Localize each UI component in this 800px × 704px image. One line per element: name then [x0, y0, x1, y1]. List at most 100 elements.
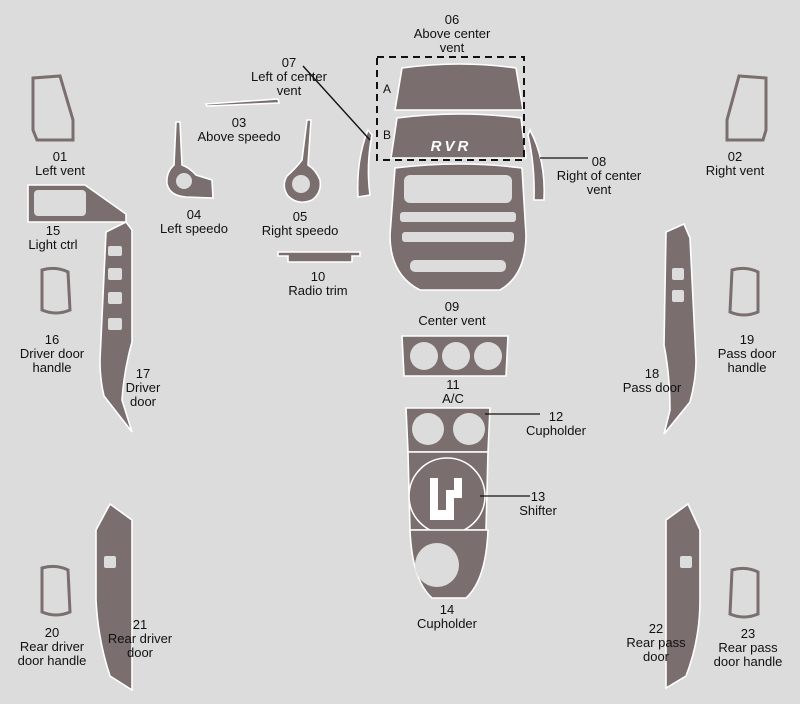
label-20: 20 Rear driver door handle [7, 626, 97, 668]
part-13-shifter-gate [430, 478, 462, 520]
label-14-number: 14 [439, 602, 455, 617]
part-10-radio-trim[interactable] [277, 251, 361, 263]
label-04-name: Left speedo [160, 221, 228, 236]
label-14: 14 Cupholder [417, 603, 477, 631]
part-04-hole [176, 173, 192, 189]
label-13: 13 Shifter [519, 490, 557, 518]
part-17-switch-3 [108, 292, 122, 304]
label-23-number: 23 [740, 626, 756, 641]
part-03-above-speedo[interactable] [204, 98, 281, 107]
label-16-number: 16 [44, 332, 60, 347]
label-04: 04 Left speedo [160, 208, 228, 236]
label-02: 02 Right vent [706, 150, 765, 178]
label-10: 10 Radio trim [288, 270, 347, 298]
label-03-number: 03 [231, 115, 247, 130]
label-18-number: 18 [644, 366, 660, 381]
label-09-name: Center vent [418, 313, 486, 328]
label-06-name: Above center vent [413, 26, 491, 55]
label-07-name: Left of center vent [251, 69, 327, 98]
label-17: 17 Driver door [113, 367, 173, 409]
label-07: 07 Left of center vent [249, 56, 329, 98]
label-05: 05 Right speedo [262, 210, 339, 238]
label-01-number: 01 [52, 149, 68, 164]
label-21-name: Rear driver door [107, 631, 173, 660]
label-14-name: Cupholder [417, 616, 477, 631]
part-18-pass-door[interactable] [663, 222, 697, 435]
label-17-name: Driver door [125, 380, 161, 409]
label-15-number: 15 [45, 223, 61, 238]
part-07-leader [302, 65, 371, 141]
part-19-pass-door-handle[interactable] [728, 266, 760, 317]
part-17-switch-1 [108, 246, 122, 256]
label-16-name: Driver door handle [19, 346, 85, 375]
part-11-knob-2 [442, 342, 470, 370]
part-02-right-vent[interactable] [725, 74, 768, 142]
part-23-rear-pass-door-handle[interactable] [728, 566, 760, 619]
part-05-hole [292, 175, 310, 193]
label-08: 08 Right of center vent [554, 155, 644, 197]
part-06-above-center-vent-a[interactable] [394, 63, 524, 111]
label-06: 06 Above center vent [402, 13, 502, 55]
part-06-dashed-box [376, 56, 525, 161]
label-21: 21 Rear driver door [100, 618, 180, 660]
label-01: 01 Left vent [35, 150, 85, 178]
part-21-switch [104, 556, 116, 568]
part-18-switch-1 [672, 268, 684, 280]
part-09-opening-3 [402, 232, 514, 242]
label-09: 09 Center vent [418, 300, 485, 328]
label-20-number: 20 [44, 625, 60, 640]
label-15: 15 Light ctrl [28, 224, 77, 252]
label-08-name: Right of center vent [556, 168, 642, 197]
part-17-switch-4 [108, 318, 122, 330]
label-06-number: 06 [444, 12, 460, 27]
label-23: 23 Rear pass door handle [708, 627, 788, 669]
part-06-above-center-vent-b[interactable] [390, 113, 527, 159]
label-18: 18 Pass door [623, 367, 682, 395]
label-01-name: Left vent [35, 163, 85, 178]
part-15-opening [34, 190, 86, 216]
label-18-name: Pass door [622, 380, 682, 395]
label-20-name: Rear driver door handle [17, 639, 87, 668]
part-14-cup [415, 543, 459, 587]
part-12-cup-2 [453, 413, 485, 445]
part-18-switch-2 [672, 290, 684, 302]
label-19-name: Pass door handle [717, 346, 777, 375]
label-10-name: Radio trim [288, 283, 348, 298]
part-07-left-of-center-vent[interactable] [356, 128, 373, 198]
part-16-driver-door-handle[interactable] [40, 266, 72, 315]
label-11-number: 11 [446, 377, 460, 392]
label-02-name: Right vent [705, 163, 765, 178]
rvr-logo: RVR [431, 138, 472, 155]
part-11-knob-1 [410, 342, 438, 370]
part-22-rear-pass-door[interactable] [665, 502, 701, 690]
label-23-name: Rear pass door handle [713, 640, 783, 669]
label-16: 16 Driver door handle [7, 333, 97, 375]
label-04-number: 04 [186, 207, 202, 222]
label-19-number: 19 [739, 332, 755, 347]
label-17-number: 17 [135, 366, 151, 381]
label-22-name: Rear pass door [626, 635, 686, 664]
label-13-name: Shifter [519, 503, 557, 518]
part-21-rear-driver-door[interactable] [95, 502, 133, 692]
label-08-number: 08 [591, 154, 607, 169]
label-11: 11 A/C [442, 378, 464, 406]
part-01-left-vent[interactable] [31, 74, 75, 142]
label-15-name: Light ctrl [28, 237, 78, 252]
part-20-rear-driver-door-handle[interactable] [40, 564, 72, 617]
label-03-name: Above speedo [197, 129, 281, 144]
part-11-knob-3 [474, 342, 502, 370]
label-12: 12 Cupholder [526, 410, 586, 438]
label-12-number: 12 [548, 409, 564, 424]
part-22-switch [680, 556, 692, 568]
label-13-number: 13 [530, 489, 546, 504]
label-22-number: 22 [648, 621, 664, 636]
sublabel-a: A [383, 82, 392, 96]
part-12-cup-1 [412, 413, 444, 445]
label-05-number: 05 [292, 209, 308, 224]
part-09-opening-4 [410, 260, 506, 272]
part-17-switch-2 [108, 268, 122, 280]
label-11-name: A/C [442, 391, 464, 406]
part-08-right-of-center-vent[interactable] [527, 128, 546, 201]
sublabel-b: B [383, 128, 392, 142]
